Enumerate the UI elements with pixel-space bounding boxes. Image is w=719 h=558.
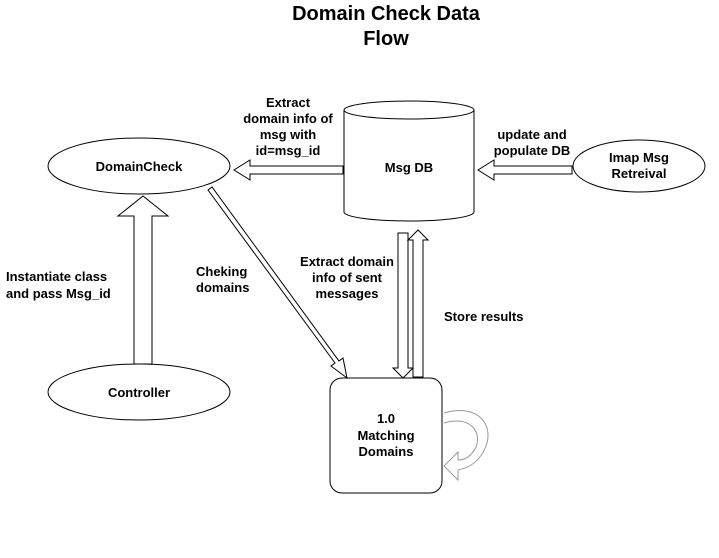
diagram-title-line-1: Domain Check Data bbox=[292, 3, 481, 25]
label-extract-domain-info: Extract domain info of msg with id=msg_i… bbox=[243, 95, 333, 158]
label-extract-line-1: Extract bbox=[266, 95, 311, 110]
label-extract-sent: Extract domain info of sent messages bbox=[300, 254, 394, 301]
arrow-imap-to-db bbox=[477, 159, 573, 181]
msg-db-node: Msg DB bbox=[343, 100, 475, 222]
domaincheck-label: DomainCheck bbox=[96, 159, 183, 174]
matching-domains-process: 1.0 Matching Domains bbox=[329, 377, 443, 494]
arrow-domaincheck-to-process bbox=[207, 186, 348, 380]
imap-label-line-2: Retreival bbox=[612, 166, 667, 181]
label-extract-line-4: id=msg_id bbox=[256, 143, 321, 158]
label-extract-line-2: domain info of bbox=[243, 111, 333, 126]
label-checking-line-1: Cheking bbox=[196, 264, 247, 279]
controller-label: Controller bbox=[108, 385, 170, 400]
label-checking-line-2: domains bbox=[196, 280, 249, 295]
domaincheck-node: DomainCheck bbox=[47, 137, 231, 195]
controller-node: Controller bbox=[47, 363, 231, 421]
label-extract-sent-line-3: messages bbox=[316, 286, 379, 301]
arrow-controller-to-domaincheck bbox=[116, 195, 170, 365]
msg-db-label: Msg DB bbox=[385, 160, 433, 175]
label-instantiate: Instantiate class and pass Msg_id bbox=[6, 269, 111, 301]
label-update-line-2: populate DB bbox=[494, 143, 571, 158]
label-update-populate: update and populate DB bbox=[494, 127, 571, 158]
process-label-line-1: Matching bbox=[357, 428, 414, 443]
self-loop-arrow bbox=[443, 410, 489, 482]
label-store-results: Store results bbox=[444, 309, 523, 324]
arrow-process-to-db bbox=[406, 229, 430, 378]
label-instantiate-line-1: Instantiate class bbox=[6, 269, 107, 284]
arrow-db-to-process bbox=[391, 232, 415, 379]
diagram-title-line-2: Flow bbox=[363, 28, 409, 50]
imap-retrieval-node: Imap Msg Retreival bbox=[572, 139, 706, 193]
label-instantiate-line-2: and pass Msg_id bbox=[6, 286, 111, 301]
process-label-line-2: Domains bbox=[359, 444, 414, 459]
label-update-line-1: update and bbox=[497, 127, 566, 142]
label-extract-sent-line-1: Extract domain bbox=[300, 254, 394, 269]
imap-label-line-1: Imap Msg bbox=[609, 150, 669, 165]
label-extract-sent-line-2: info of sent bbox=[312, 270, 383, 285]
process-number: 1.0 bbox=[377, 411, 395, 426]
arrow-db-to-domaincheck bbox=[233, 159, 344, 181]
label-extract-line-3: msg with bbox=[260, 127, 316, 142]
label-checking-domains: Cheking domains bbox=[196, 264, 249, 295]
